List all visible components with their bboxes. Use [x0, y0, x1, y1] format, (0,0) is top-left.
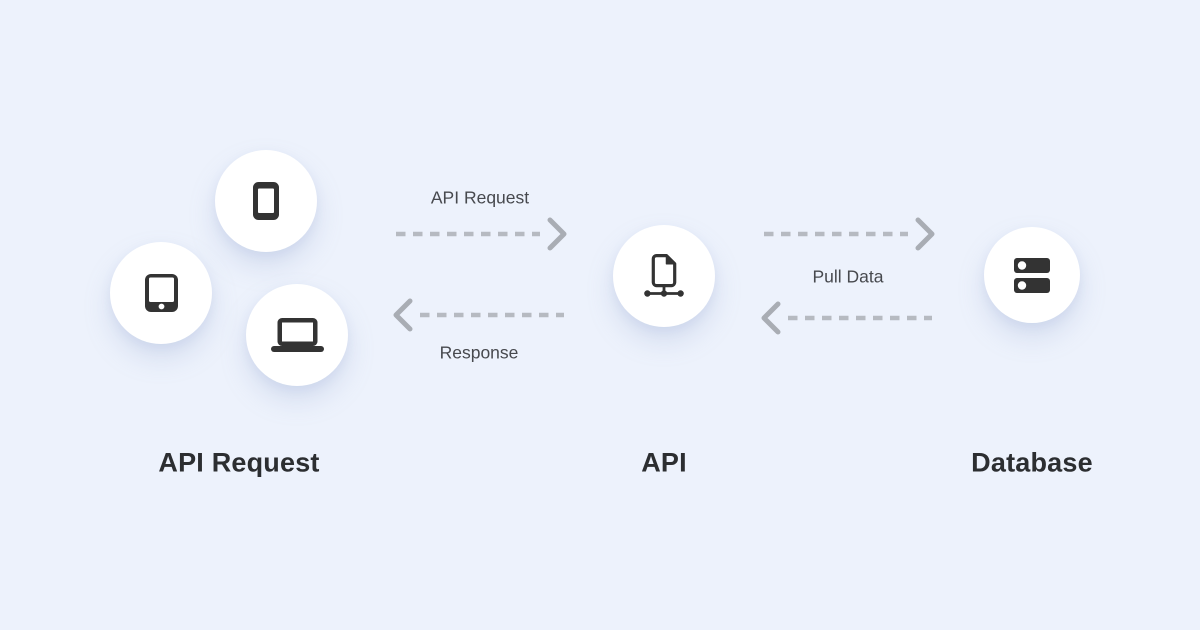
clients-node-label: API Request: [158, 447, 320, 478]
tablet-icon: [144, 274, 178, 312]
api-request-flow-label: API Request: [430, 187, 530, 208]
pull-data-flow-label: Pull Data: [812, 266, 884, 287]
response-flow-label: Response: [439, 342, 519, 363]
database-node-label: Database: [971, 447, 1093, 478]
phone-icon: [253, 182, 279, 220]
api-document-network-icon: [644, 254, 684, 297]
database-icon: [1014, 257, 1050, 293]
pull-data-arrow-forward: [764, 217, 935, 251]
pull-data-arrow-back: [761, 301, 932, 335]
client-phone-node: [215, 150, 317, 252]
client-tablet-node: [110, 242, 212, 344]
response-arrow: [393, 298, 564, 332]
api-request-arrow: [396, 217, 567, 251]
database-node: [984, 227, 1080, 323]
api-node: [613, 225, 715, 327]
api-node-label: API: [641, 447, 687, 478]
client-laptop-node: [246, 284, 348, 386]
laptop-icon: [270, 318, 324, 352]
